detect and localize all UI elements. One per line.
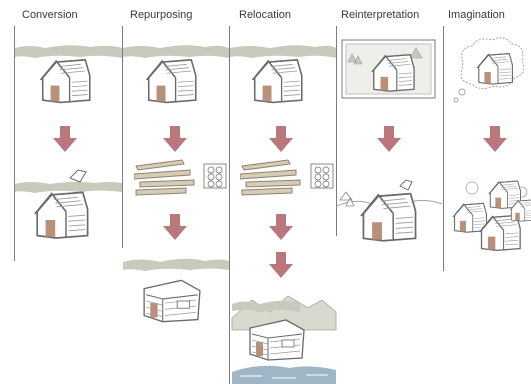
cabin-icon [143, 279, 201, 323]
tree-band [15, 181, 122, 193]
down-arrow-icon [269, 214, 293, 240]
converted-house-icon [33, 191, 89, 239]
house-icon [39, 59, 91, 104]
column-title-repurposing: Repurposing [130, 9, 193, 21]
tree-band [15, 45, 122, 58]
column-divider [443, 26, 444, 271]
column-divider [122, 26, 123, 248]
column-title-conversion: Conversion [22, 9, 78, 21]
reinterpreted-house-icon [360, 192, 417, 242]
house-icon [251, 59, 303, 104]
village-house-icon [452, 202, 488, 233]
down-arrow-icon [483, 126, 507, 152]
down-arrow-icon [377, 126, 401, 152]
down-arrow-icon [269, 252, 293, 278]
column-title-relocation: Relocation [239, 9, 291, 21]
house-icon [145, 59, 197, 104]
column-divider [336, 26, 337, 236]
lumber-icon [134, 159, 195, 196]
column-divider [229, 26, 230, 384]
down-arrow-icon [53, 126, 77, 152]
building-blocks-icon [310, 163, 334, 189]
chimney-icon [69, 169, 87, 183]
tree-band [232, 300, 300, 312]
down-arrow-icon [163, 126, 187, 152]
cabin-icon [249, 319, 305, 361]
water-icon [232, 365, 336, 384]
column-title-imagination: Imagination [448, 9, 505, 21]
lumber-icon [240, 159, 301, 196]
column-divider [14, 26, 15, 261]
tree-band [230, 45, 336, 58]
column-title-reinterpretation: Reinterpretation [341, 9, 420, 21]
down-arrow-icon [269, 126, 293, 152]
tree-band [123, 258, 229, 271]
building-blocks-icon [203, 163, 227, 189]
tree-band [123, 45, 229, 58]
down-arrow-icon [163, 214, 187, 240]
